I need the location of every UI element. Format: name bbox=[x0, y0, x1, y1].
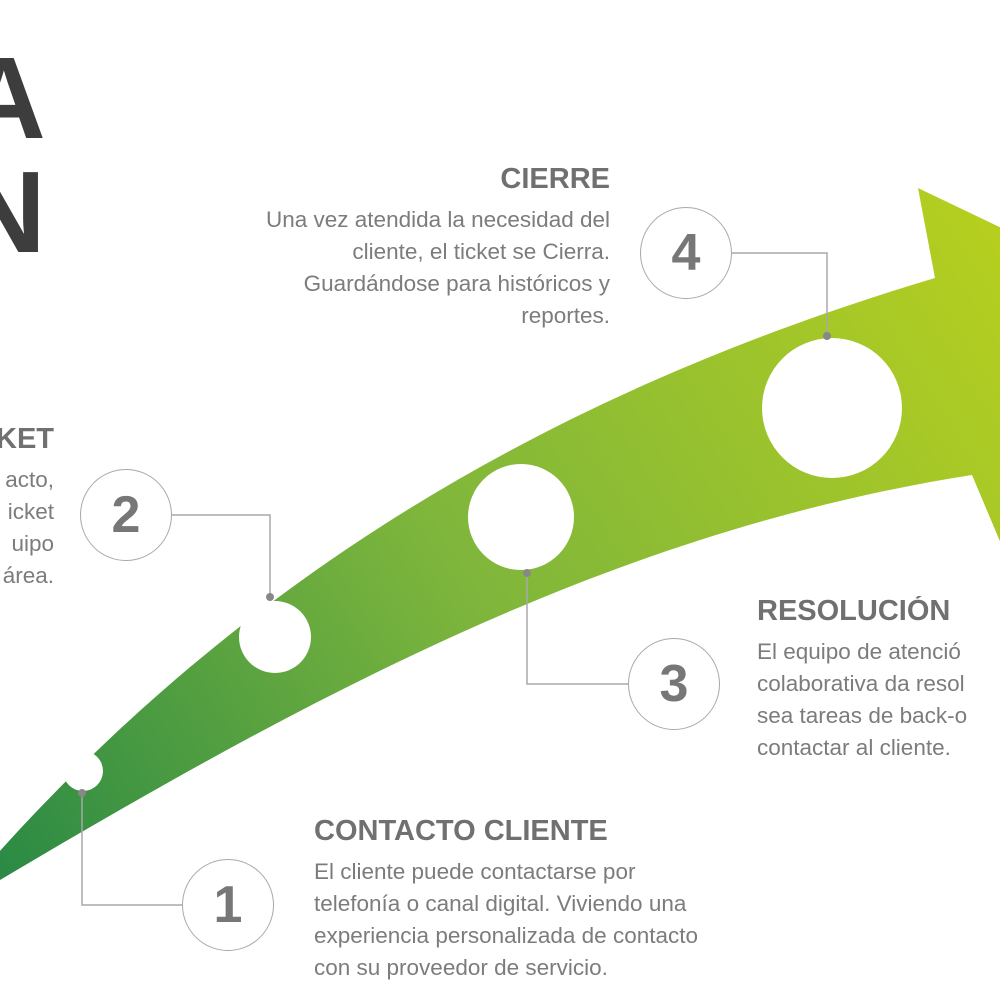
anchor-dot-4 bbox=[823, 332, 831, 340]
step-2-title: KET bbox=[0, 423, 54, 455]
connector-4 bbox=[732, 252, 828, 336]
step-number-1: 1 bbox=[182, 859, 274, 951]
step-4-title: CIERRE bbox=[500, 163, 610, 195]
title-fragment-a: A bbox=[0, 33, 46, 163]
step-1-description: El cliente puede contactarse por telefon… bbox=[314, 856, 698, 984]
step-4-line: reportes. bbox=[521, 302, 610, 328]
milestone-circle-2 bbox=[239, 601, 311, 673]
step-1-line: con su proveedor de servicio. bbox=[314, 954, 608, 980]
anchor-dot-3 bbox=[523, 569, 531, 577]
step-3-line: colaborativa da resol bbox=[757, 670, 965, 696]
step-3-line: contactar al cliente. bbox=[757, 734, 951, 760]
step-3-description: El equipo de atenció colaborativa da res… bbox=[757, 636, 1000, 764]
step-2-block: KET acto, icket uipo área. bbox=[0, 423, 54, 592]
step-4-block: CIERRE Una vez atendida la necesidad del… bbox=[266, 163, 610, 332]
anchor-dot-1 bbox=[78, 789, 86, 797]
step-3-line: sea tareas de back-o bbox=[757, 702, 968, 728]
step-1-title: CONTACTO CLIENTE bbox=[314, 815, 608, 847]
step-3-block: RESOLUCIÓN El equipo de atenció colabora… bbox=[757, 596, 1000, 764]
step-2-line: icket bbox=[7, 498, 54, 524]
step-1-line: El cliente puede contactarse por bbox=[314, 858, 636, 884]
step-4-description: Una vez atendida la necesidad del client… bbox=[266, 204, 610, 332]
step-number-3: 3 bbox=[628, 638, 720, 730]
step-1-line: experiencia personalizada de contacto bbox=[314, 922, 699, 948]
step-number-2: 2 bbox=[80, 469, 172, 561]
step-2-line: uipo bbox=[11, 530, 54, 556]
milestone-circle-4 bbox=[762, 338, 902, 478]
title-fragment-n: N bbox=[0, 147, 46, 277]
step-2-line: área. bbox=[2, 562, 54, 588]
connector-3 bbox=[526, 573, 628, 685]
step-3-line: El equipo de atenció bbox=[757, 638, 961, 664]
milestone-circle-1 bbox=[63, 751, 103, 791]
step-number-4: 4 bbox=[640, 207, 732, 299]
step-4-line: cliente, el ticket se Cierra. bbox=[352, 238, 610, 264]
step-4-line: Una vez atendida la necesidad del bbox=[266, 206, 610, 232]
step-1-line: telefonía o canal digital. Viviendo una bbox=[314, 890, 687, 916]
step-1-block: CONTACTO CLIENTE El cliente puede contac… bbox=[314, 815, 698, 984]
anchor-dot-2 bbox=[266, 593, 274, 601]
step-2-line: acto, bbox=[5, 466, 54, 492]
step-3-title: RESOLUCIÓN bbox=[757, 596, 951, 627]
milestone-circle-3 bbox=[468, 464, 574, 570]
step-4-line: Guardándose para históricos y bbox=[303, 270, 610, 296]
step-2-description: acto, icket uipo área. bbox=[0, 464, 54, 592]
connector-1 bbox=[81, 793, 184, 906]
connector-2 bbox=[172, 514, 271, 597]
